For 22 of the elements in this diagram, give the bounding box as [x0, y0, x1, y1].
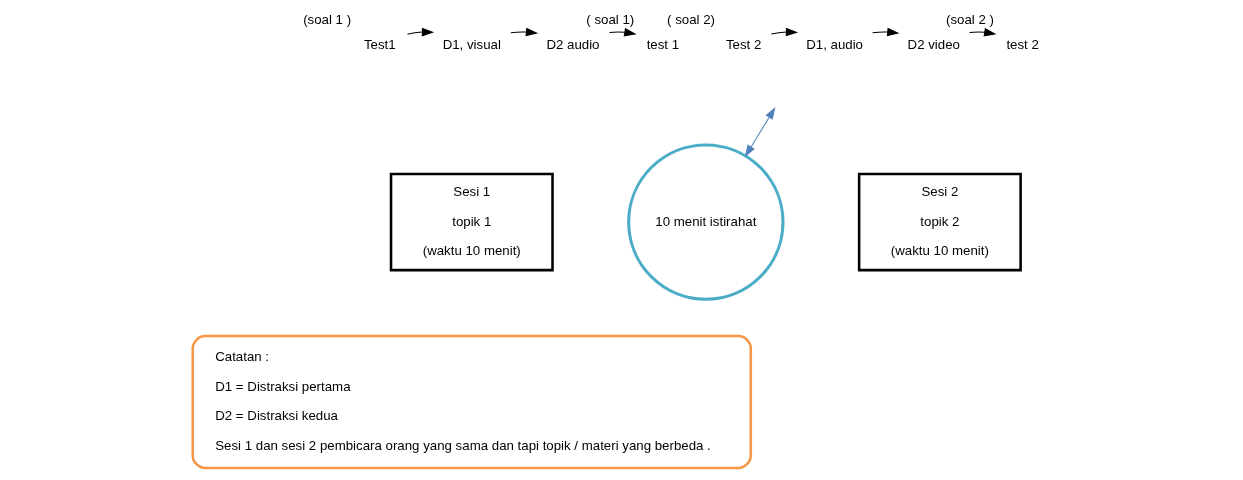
- node-text: D2 video: [907, 36, 960, 52]
- node-text: Test1: [363, 36, 396, 52]
- node-text: Test 2: [725, 36, 762, 52]
- node-text: D1, visual: [442, 36, 501, 52]
- node-text: D1, audio: [806, 36, 863, 52]
- node-box: Sesi 2 topik 2 (waktu 10 menit): [857, 172, 1022, 271]
- node-label: ( soal 1): [586, 11, 635, 27]
- node-text: D2 audio: [546, 36, 600, 52]
- arrow: [609, 27, 637, 36]
- node-text: test 2: [1006, 36, 1039, 52]
- node-label: (soal 2 ): [946, 11, 994, 27]
- arrow: [969, 27, 997, 36]
- arrow: [510, 27, 539, 36]
- node-text: test 1: [646, 36, 680, 52]
- node-label: (soal 1 ): [303, 11, 352, 27]
- arrow: [770, 27, 799, 36]
- arrow: [744, 106, 776, 157]
- arrow: [872, 27, 900, 36]
- node-label: ( soal 2): [667, 11, 715, 27]
- node-box: Sesi 1 topik 1 (waktu 10 menit): [389, 172, 554, 271]
- arrow: [406, 27, 435, 36]
- node-box: Catatan : D1 = Distraksi pertama D2 = Distraksi kedua Sesi 1 dan sesi 2 pembicara orang yang sama dan tapi topik / materi yang berbeda .: [191, 334, 753, 469]
